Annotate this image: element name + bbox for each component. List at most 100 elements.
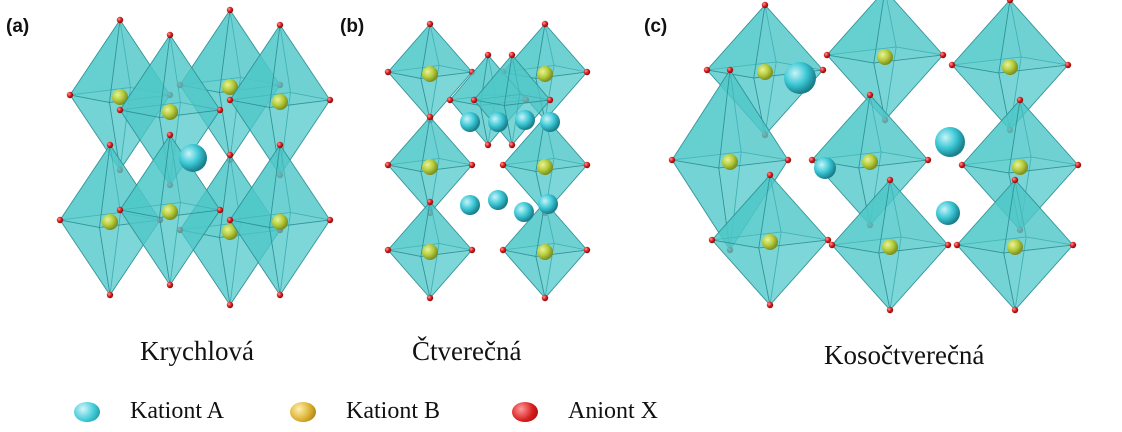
- anion-x-atom: [66, 91, 74, 99]
- cation-a-atom: [814, 157, 836, 179]
- anion-x-atom: [216, 106, 224, 114]
- anion-x-atom: [484, 51, 492, 59]
- cation-a-atom: [514, 202, 534, 222]
- anion-x-atom: [56, 216, 64, 224]
- cation-a-atom: [784, 62, 816, 94]
- cation-b-atom: [1012, 159, 1028, 175]
- anion-x-atom: [384, 161, 392, 169]
- anion-x-atom: [924, 156, 932, 164]
- anion-x-atom: [468, 161, 476, 169]
- cation-b-atom: [222, 79, 238, 95]
- anion-x-atom: [508, 51, 516, 59]
- anion-x-atom: [948, 61, 956, 69]
- anion-x-atom: [276, 21, 284, 29]
- octahedron: [499, 198, 591, 302]
- anion-x-atom: [226, 6, 234, 14]
- legend-item-cation-a: Kationt A: [74, 398, 224, 425]
- structure-orthorhombic: [668, 0, 1082, 314]
- cation-b-atom: [222, 224, 238, 240]
- cation-b-atom: [272, 214, 288, 230]
- anion-x-atom: [1011, 176, 1019, 184]
- cation-a-atom: [460, 195, 480, 215]
- caption-cubic: Krychlová: [140, 336, 254, 366]
- anion-x-atom: [484, 141, 492, 149]
- anion-x-atom: [886, 176, 894, 184]
- octahedron: [823, 0, 947, 124]
- cation-b-atom: [422, 244, 438, 260]
- anion-x-atom: [508, 141, 516, 149]
- anion-x-atom: [106, 141, 114, 149]
- anion-x-atom: [703, 66, 711, 74]
- cation-b-atom: [862, 154, 878, 170]
- anion-x-atom: [226, 216, 234, 224]
- cation-a-atom: [935, 127, 965, 157]
- anion-x-atom: [326, 216, 334, 224]
- octahedron: [56, 141, 164, 299]
- cation-b-atom: [272, 94, 288, 110]
- anion-x-atom: [1011, 306, 1019, 314]
- octahedron: [116, 131, 224, 289]
- anion-x-atom: [583, 68, 591, 76]
- anion-x-atom: [226, 96, 234, 104]
- cation-a-atom: [488, 190, 508, 210]
- cation-b-atom: [162, 204, 178, 220]
- anion-x-atom: [499, 161, 507, 169]
- structure-tetragonal: [384, 20, 591, 302]
- anion-x-atom: [944, 241, 952, 249]
- anion-x-atom: [1016, 96, 1024, 104]
- anion-x-atom: [426, 20, 434, 28]
- cation-b-atom: [102, 214, 118, 230]
- anion-x-atom: [541, 294, 549, 302]
- anion-x-atom: [808, 156, 816, 164]
- cation-b-atom: [112, 89, 128, 105]
- anion-x-atom: [216, 206, 224, 214]
- cation-b-atom: [1007, 239, 1023, 255]
- octahedron: [226, 141, 334, 299]
- anion-x-atom: [1069, 241, 1077, 249]
- anion-x-atom: [468, 246, 476, 254]
- cation-b-atom: [877, 49, 893, 65]
- anion-x-atom: [828, 241, 836, 249]
- legend-label: Kationt B: [346, 398, 440, 424]
- cation-b-atom: [537, 159, 553, 175]
- anion-x-atom: [116, 16, 124, 24]
- anion-x-atom: [106, 291, 114, 299]
- cation-a-atom: [936, 201, 960, 225]
- legend-label: Kationt A: [130, 398, 224, 424]
- anion-x-atom: [226, 301, 234, 309]
- cation-b-legend-icon: [290, 401, 316, 422]
- anion-x-atom: [426, 113, 434, 121]
- octahedron: [953, 176, 1077, 314]
- cation-b-atom: [162, 104, 178, 120]
- cation-b-atom: [722, 154, 738, 170]
- anion-x-atom: [766, 171, 774, 179]
- cation-a-atom: [540, 112, 560, 132]
- anion-x-atom: [953, 241, 961, 249]
- cation-b-atom: [537, 66, 553, 82]
- anion-x-atom: [583, 246, 591, 254]
- anion-x-atom: [939, 51, 947, 59]
- anion-x-atom: [499, 246, 507, 254]
- anion-x-atom: [541, 20, 549, 28]
- anion-x-atom: [1006, 0, 1014, 4]
- cation-a-atom: [538, 194, 558, 214]
- octahedron: [470, 51, 554, 149]
- anion-x-atom: [866, 91, 874, 99]
- anion-x-atom: [819, 66, 827, 74]
- cation-a-atom: [460, 112, 480, 132]
- anion-x-atom: [761, 1, 769, 9]
- octahedron: [708, 171, 832, 309]
- anion-x-atom: [116, 206, 124, 214]
- anion-x-atom: [326, 96, 334, 104]
- anion-x-atom: [546, 96, 554, 104]
- anion-x-atom: [958, 161, 966, 169]
- anion-x-atom: [823, 51, 831, 59]
- anion-x-atom: [1064, 61, 1072, 69]
- caption-orthorhombic: Kosočtverečná: [824, 340, 985, 370]
- anion-x-legend-icon: [512, 401, 538, 422]
- panel-label-c: (c): [644, 16, 668, 37]
- anion-x-atom: [766, 301, 774, 309]
- anion-x-atom: [1074, 161, 1082, 169]
- cation-b-atom: [882, 239, 898, 255]
- panel-label-a: (a): [6, 16, 30, 37]
